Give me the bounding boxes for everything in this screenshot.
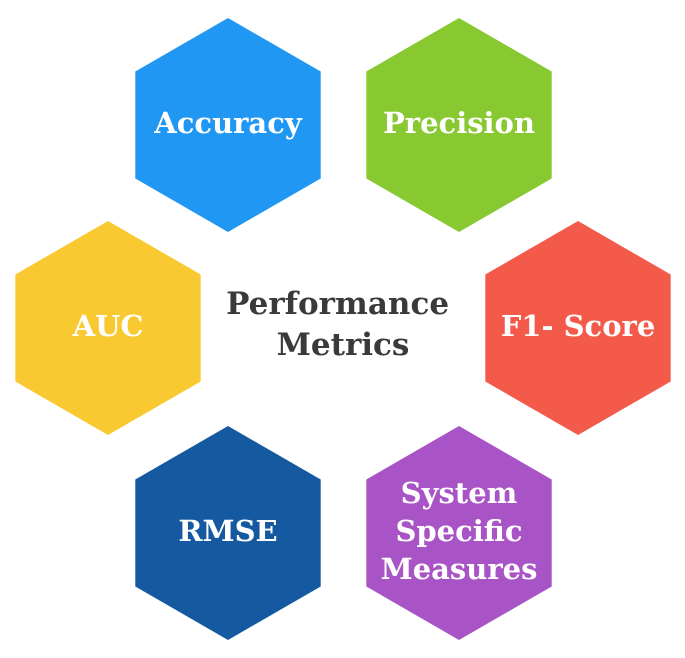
hexagon-precision-label-line-1: Precision: [383, 106, 535, 140]
hexagon-rmse-label: RMSE: [178, 514, 277, 548]
center-title-line-1: Performance: [226, 286, 449, 322]
center-title-line-2: Metrics: [277, 327, 410, 363]
hexagon-f1-score-label-line-1: F1- Score: [501, 309, 656, 343]
hexagon-system-specific-measures-shape: [366, 426, 552, 640]
hexagon-precision-label: Precision: [383, 106, 535, 140]
hexagon-system-specific-measures-label-line-1: System: [401, 476, 518, 510]
hexagon-auc-shape: [15, 221, 201, 435]
hexagon-system-specific-measures-label-line-3: Measures: [381, 552, 538, 586]
hexagon-accuracy-label-line-1: Accuracy: [153, 106, 303, 140]
hexagon-rmse-label-line-1: RMSE: [178, 514, 277, 548]
hexagon-f1-score: F1- Score: [485, 221, 671, 435]
center-title: Performance Metrics: [226, 286, 460, 363]
hexagon-f1-score-shape: [485, 221, 671, 435]
hexagon-precision: Precision: [366, 18, 552, 232]
hexagon-accuracy-label: Accuracy: [153, 106, 303, 140]
hexagon-precision-shape: [366, 18, 552, 232]
hexagon-auc-label: AUC: [72, 309, 144, 343]
hexagon-rmse-shape: [135, 426, 321, 640]
hexagon-system-specific-measures-label-line-2: Specific: [395, 514, 522, 548]
hexagon-accuracy: Accuracy: [135, 18, 321, 232]
hexagon-auc: AUC: [15, 221, 201, 435]
hexagon-f1-score-label: F1- Score: [501, 309, 656, 343]
hexagon-accuracy-shape: [135, 18, 321, 232]
hexagon-auc-label-line-1: AUC: [72, 309, 144, 343]
hexagon-rmse: RMSE: [135, 426, 321, 640]
